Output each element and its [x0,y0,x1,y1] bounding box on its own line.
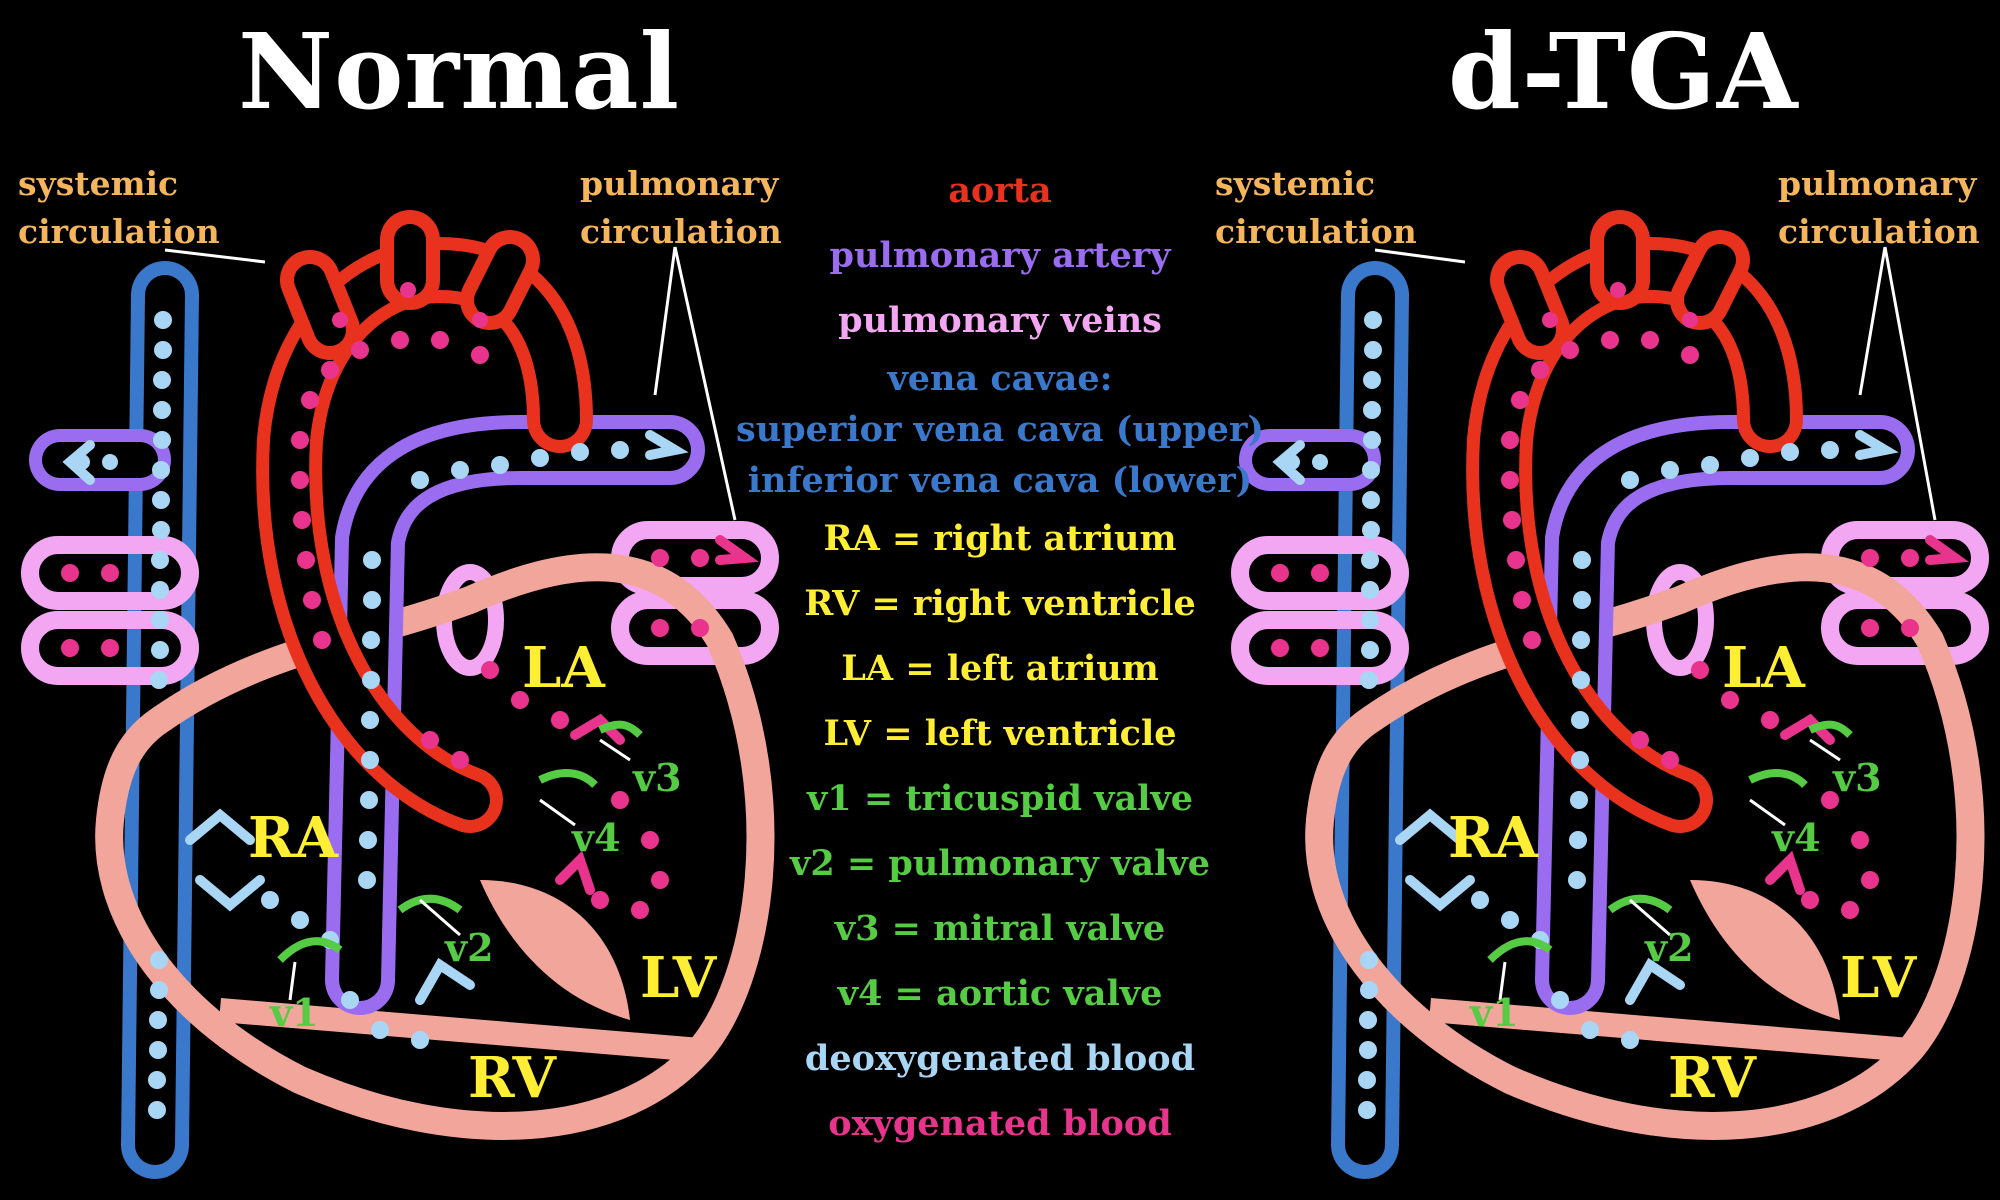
legend-superior-vena-cava: superior vena cava (upper) [736,409,1264,450]
legend-v2: v2 = pulmonary valve [790,843,1210,884]
legend-v3: v3 = mitral valve [834,908,1166,949]
pulmonary-word: pulmonary [1778,164,1977,203]
legend-rv: RV = right ventricle [804,583,1196,624]
chamber-la-normal: LA [522,635,605,701]
valve-v4-dtga: v4 [1772,815,1821,860]
valve-v1-dtga: v1 [1470,990,1519,1035]
systemic-word: systemic [18,164,179,203]
valve-v3-normal: v3 [633,755,682,800]
legend: aorta pulmonary artery pulmonary veins v… [725,158,1275,1156]
chamber-rv-dtga: RV [1668,1045,1756,1111]
label-systemic-normal: systemic circulation [18,160,220,256]
legend-v4: v4 = aortic valve [837,973,1163,1014]
legend-ra: RA = right atrium [823,518,1177,559]
legend-pulmonary-artery: pulmonary artery [829,235,1171,276]
pointer-lines [164,246,1937,1001]
chamber-ra-dtga: RA [1448,805,1538,871]
chamber-lv-dtga: LV [1840,945,1917,1011]
circulation-word: circulation [580,212,782,251]
title-normal: Normal [238,10,681,133]
legend-inferior-vena-cava: inferior vena cava (lower) [747,460,1253,501]
legend-aorta: aorta [948,170,1052,211]
chamber-lv-normal: LV [640,945,717,1011]
chamber-rv-normal: RV [468,1045,556,1111]
systemic-word: systemic [1215,164,1376,203]
circulation-word: circulation [1215,212,1417,251]
valve-v1-normal: v1 [270,990,319,1035]
label-systemic-dtga: systemic circulation [1215,160,1417,256]
circulation-word: circulation [18,212,220,251]
legend-pulmonary-veins: pulmonary veins [838,300,1162,341]
legend-vena-cavae: vena cavae: [887,358,1113,399]
legend-oxygenated: oxygenated blood [828,1103,1172,1144]
legend-deoxygenated: deoxygenated blood [804,1038,1196,1079]
chamber-ra-normal: RA [248,805,338,871]
legend-v1: v1 = tricuspid valve [806,778,1194,819]
pulmonary-word: pulmonary [580,164,779,203]
chamber-la-dtga: LA [1722,635,1805,701]
label-pulmonary-normal: pulmonary circulation [580,160,782,256]
valve-v3-dtga: v3 [1833,755,1882,800]
legend-lv: LV = left ventricle [823,713,1177,754]
valve-v4-normal: v4 [572,815,621,860]
valve-v2-normal: v2 [445,925,494,970]
title-dtga: d-TGA [1448,10,1799,133]
circulation-word: circulation [1778,212,1980,251]
valve-v2-dtga: v2 [1645,925,1694,970]
label-pulmonary-dtga: pulmonary circulation [1778,160,1980,256]
legend-la: LA = left atrium [841,648,1159,689]
